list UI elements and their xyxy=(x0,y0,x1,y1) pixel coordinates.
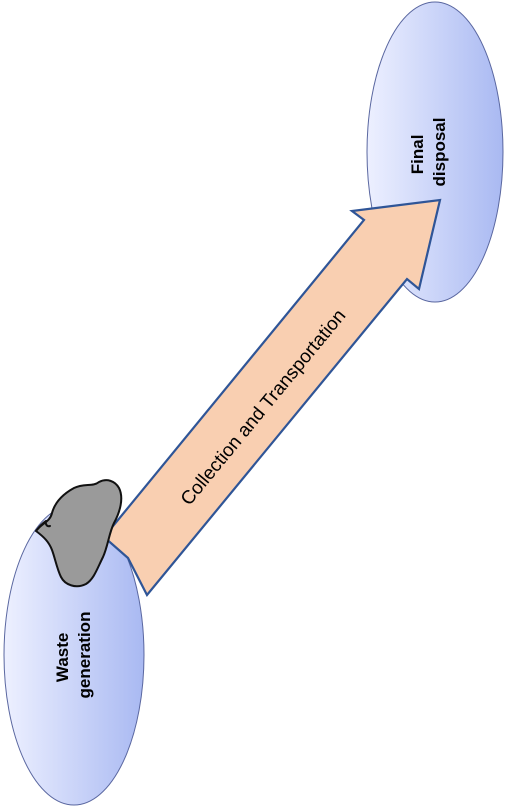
arrow-body xyxy=(102,198,442,597)
node-waste-generation-label-line1: Waste xyxy=(53,633,72,682)
garbage-bag-tie xyxy=(35,520,51,532)
svg-text:Waste generation: Waste generation xyxy=(53,612,94,699)
arrow-label: Collection and Transportation xyxy=(177,306,350,510)
node-final-disposal-label-line2: disposal xyxy=(430,118,449,187)
svg-text:Final disposal: Final disposal xyxy=(408,118,449,187)
collection-transportation-arrow: Collection and Transportation xyxy=(102,198,442,597)
garbage-bag-icon xyxy=(35,479,123,588)
node-final-disposal-label-line1: Final xyxy=(408,135,427,175)
garbage-bag-body xyxy=(35,479,123,588)
node-waste-generation: Waste generation xyxy=(3,504,145,806)
node-waste-generation-label-line2: generation xyxy=(75,612,94,699)
